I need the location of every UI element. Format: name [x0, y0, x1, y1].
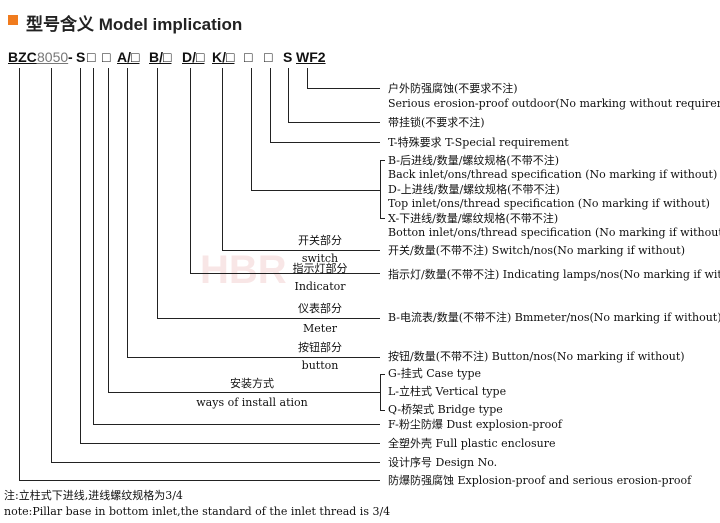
- indicator-label-en: Indicator: [294, 280, 346, 293]
- connector: [19, 68, 20, 480]
- code-box-special: □: [264, 49, 273, 65]
- connector: [222, 250, 380, 251]
- connector: [80, 68, 81, 443]
- meter-label-en: Meter: [303, 322, 337, 335]
- indicator-label-cn: 指示灯部分: [292, 262, 348, 275]
- page-title: 型号含义 Model implication: [26, 15, 243, 34]
- install-q: Q-桥架式 Bridge type: [388, 403, 503, 416]
- meter-desc: B-电流表/数量(不带不注) Bmmeter/nos(No marking if…: [388, 311, 720, 324]
- code-series: 8050: [37, 49, 69, 65]
- code-dash: -: [68, 49, 73, 65]
- note-en: note:Pillar base in bottom inlet,the sta…: [4, 505, 391, 518]
- connector: [251, 190, 380, 191]
- top-cn: D-上进线/数量/螺纹规格(不带不注): [388, 183, 560, 196]
- connector: [51, 68, 52, 462]
- back-en: Back inlet/ons/thread specification (No …: [388, 168, 718, 181]
- back-cn: B-后进线/数量/螺纹规格(不带不注): [388, 154, 559, 167]
- lock-desc: 带挂锁(不要求不注): [388, 116, 485, 129]
- connector: [270, 68, 271, 142]
- bracket: [380, 160, 381, 218]
- connector: [93, 68, 94, 424]
- connector: [270, 142, 380, 143]
- code-switch: K/□: [212, 49, 235, 65]
- switch-label-cn: 开关部分: [298, 234, 342, 247]
- connector: [108, 68, 109, 392]
- connector: [251, 68, 252, 190]
- connector: [108, 392, 380, 393]
- connector: [93, 424, 380, 425]
- button-label-cn: 按钮部分: [298, 341, 342, 354]
- connector: [127, 357, 380, 358]
- connector: [307, 88, 380, 89]
- code-s-lock: S: [283, 49, 293, 65]
- code-box-plastic: □: [87, 49, 96, 65]
- button-desc: 按钮/数量(不带不注) Button/nos(No marking if wit…: [388, 350, 685, 363]
- plastic-desc: 全塑外壳 Full plastic enclosure: [388, 437, 556, 450]
- dust-desc: F-粉尘防爆 Dust explosion-proof: [388, 418, 562, 431]
- connector: [51, 462, 380, 463]
- install-label-cn: 安装方式: [230, 377, 274, 390]
- connector: [307, 68, 308, 88]
- note-cn: 注:立柱式下进线,进线螺纹规格为3/4: [4, 489, 183, 502]
- connector: [19, 480, 380, 481]
- indicator-desc: 指示灯/数量(不带不注) Indicating lamps/nos(No mar…: [388, 268, 720, 281]
- install-label-en: ways of install ation: [196, 396, 308, 409]
- bracket: [380, 374, 385, 375]
- bracket: [380, 374, 381, 410]
- connector: [80, 443, 380, 444]
- bottom-en: Botton inlet/ons/thread specification (N…: [388, 226, 720, 239]
- bottom-cn: X-下进线/数量/螺纹规格(不带不注): [388, 212, 559, 225]
- connector: [157, 318, 380, 319]
- special-desc: T-特殊要求 T-Special requirement: [388, 136, 569, 149]
- code-meter: B/□: [149, 49, 172, 65]
- connector: [222, 68, 223, 250]
- switch-desc: 开关/数量(不带不注) Switch/nos(No marking if wit…: [388, 244, 686, 257]
- design-desc: 设计序号 Design No.: [388, 456, 498, 469]
- code-box-inlet: □: [244, 49, 253, 65]
- bracket: [380, 160, 385, 161]
- connector: [190, 273, 380, 274]
- connector: [190, 68, 191, 273]
- connector: [157, 68, 158, 318]
- code-bzc: BZC: [8, 49, 37, 65]
- switch-label-en: switch: [301, 252, 339, 265]
- connector: [127, 68, 128, 357]
- watermark: HBR: [200, 248, 287, 292]
- install-l: L-立柱式 Vertical type: [388, 385, 507, 398]
- meter-label-cn: 仪表部分: [298, 302, 342, 315]
- wf2-cn: 户外防强腐蚀(不要求不注): [388, 82, 518, 95]
- ex-desc: 防爆防强腐蚀 Explosion-proof and serious erosi…: [388, 474, 692, 487]
- code-box-install: □: [102, 49, 111, 65]
- code-wf2: WF2: [296, 49, 326, 65]
- wf2-en: Serious erosion-proof outdoor(No marking…: [388, 97, 720, 110]
- top-en: Top inlet/ons/thread specification (No m…: [388, 197, 710, 210]
- code-button: A/□: [117, 49, 140, 65]
- connector: [288, 122, 380, 123]
- title-marker: [8, 15, 18, 25]
- code-indicator: D/□: [182, 49, 205, 65]
- install-g: G-挂式 Case type: [388, 367, 482, 380]
- bracket: [380, 410, 385, 411]
- connector: [288, 68, 289, 122]
- bracket: [380, 218, 385, 219]
- code-s: S: [76, 49, 86, 65]
- button-label-en: button: [301, 359, 339, 372]
